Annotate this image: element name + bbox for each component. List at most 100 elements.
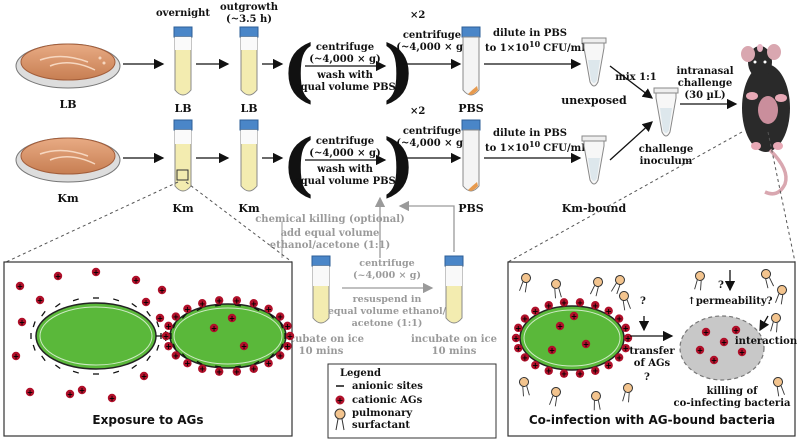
spin-line1: centrifuge: [403, 30, 461, 41]
anionic-site: [279, 322, 284, 329]
cationic-ag: +: [249, 299, 258, 308]
pbs-tube-bottom: [461, 119, 481, 192]
cationic-ag: +: [520, 314, 530, 324]
legend: [327, 363, 497, 439]
cationic-ag: +: [591, 366, 600, 376]
km-bound-cell: [519, 305, 625, 371]
legend-anionic: anionic sites: [352, 381, 423, 392]
outgrowth-time: (~3.5 h): [226, 14, 272, 25]
cationic-ag: +: [285, 331, 295, 341]
svg-text:+: +: [216, 296, 222, 305]
svg-text:+: +: [234, 368, 240, 377]
cationic-ag: +: [544, 301, 553, 310]
km-bound-tube: [581, 135, 607, 185]
resuspend2: equal volume ethanol/: [328, 306, 447, 317]
surfactant: [589, 277, 603, 297]
surfactant: [519, 273, 531, 293]
anionic-site: [113, 298, 120, 302]
q3: ?: [644, 372, 650, 383]
surfactant-icon: [334, 408, 346, 431]
inoculum-tube: [653, 87, 679, 137]
svg-text:+: +: [625, 334, 631, 343]
cationic-ag: +: [614, 353, 624, 362]
lb-plate: [15, 43, 121, 89]
cationic-ag: +: [249, 364, 258, 374]
cationic-ag: +: [198, 364, 207, 374]
km-plate: [15, 137, 121, 183]
svg-text:+: +: [79, 386, 85, 395]
svg-text:+: +: [522, 315, 528, 324]
cationic-ag: +: [164, 341, 173, 351]
wash-line1: centrifuge: [316, 42, 374, 53]
killed-bacteria: [679, 315, 765, 381]
transfer2: of AGs: [634, 358, 671, 369]
svg-text:+: +: [234, 296, 240, 305]
svg-text:+: +: [184, 305, 190, 314]
killing1: killing of: [707, 386, 759, 397]
anionic-site: [215, 304, 222, 307]
svg-text:+: +: [703, 328, 709, 337]
svg-text:+: +: [184, 359, 190, 368]
anionic-site: [181, 313, 187, 319]
chem-line2: ethanol/acetone (1:1): [270, 240, 391, 251]
anionic-site: [172, 343, 177, 350]
cationic-ag: +: [161, 331, 171, 341]
lb-plate-label: LB: [59, 98, 76, 111]
svg-text:+: +: [592, 367, 598, 376]
cationic-ag: +: [514, 343, 523, 353]
cationic-ag: +: [131, 275, 141, 285]
svg-text:+: +: [606, 307, 612, 316]
svg-text:+: +: [157, 314, 163, 323]
anionic-site: [253, 307, 260, 312]
cationic-ag: +: [232, 296, 242, 305]
km-plate-label: Km: [57, 192, 79, 205]
svg-text:+: +: [265, 359, 271, 368]
svg-text:+: +: [165, 322, 171, 331]
interaction: interaction: [735, 336, 798, 347]
cationic-ag: +: [514, 323, 523, 333]
permeability: ↑permeability?: [687, 296, 772, 307]
close-paren: ): [383, 125, 415, 205]
anionic-site: [131, 302, 138, 308]
outgrowth-tube-top: [239, 26, 259, 96]
zoom-line: [767, 131, 796, 263]
surfactant: [775, 285, 787, 305]
cationic-ag: +: [214, 296, 224, 305]
incubate1-a: incubate on ice: [278, 334, 364, 345]
svg-text:+: +: [733, 326, 739, 335]
svg-text:+: +: [109, 394, 115, 403]
wash-line3: wash with: [316, 70, 373, 81]
surfactant: [770, 313, 781, 333]
svg-text:+: +: [583, 340, 589, 349]
spin-line1: centrifuge: [403, 126, 461, 137]
wash-line2: (~4,000 × g): [309, 148, 381, 159]
cationic-ag: +: [695, 345, 705, 355]
anionic-site: [181, 353, 187, 359]
svg-text:+: +: [241, 342, 247, 351]
chem-spin1: centrifuge: [359, 258, 414, 269]
cationic-ag: +: [25, 387, 35, 397]
cationic-ag: +: [264, 359, 273, 368]
svg-text:+: +: [251, 365, 257, 374]
cationic-ag: +: [214, 367, 224, 377]
incubate2-a: incubate on ice: [411, 334, 497, 345]
svg-text:+: +: [173, 313, 179, 322]
svg-text:+: +: [592, 301, 598, 310]
anionic-site: [72, 298, 79, 302]
cationic-ag: +: [139, 371, 149, 381]
svg-text:+: +: [557, 322, 563, 331]
svg-text:+: +: [251, 299, 257, 308]
svg-text:+: +: [606, 361, 612, 370]
svg-text:+: +: [27, 388, 33, 397]
cationic-ag: +: [531, 361, 540, 370]
cationic-ag: +: [35, 295, 45, 305]
cationic-ag: +: [264, 304, 273, 314]
incubate1-b: 10 mins: [299, 346, 344, 357]
pulmonary-surfactants: [519, 269, 787, 411]
exposure-caption: Exposure to AGs: [92, 413, 203, 427]
arrow: [609, 65, 654, 99]
anionic-site: [54, 302, 61, 308]
svg-text:+: +: [522, 353, 528, 362]
pbs-tube-label: PBS: [458, 102, 484, 115]
svg-text:+: +: [165, 342, 171, 351]
